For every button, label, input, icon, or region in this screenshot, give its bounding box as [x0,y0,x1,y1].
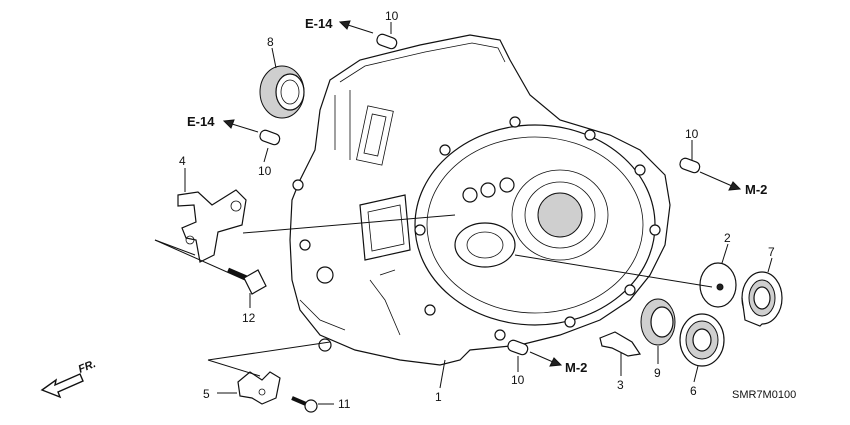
oil-seal-part-8 [259,65,305,119]
seal-part-9 [640,298,676,346]
callout-10-top: 10 [385,9,399,23]
callout-10-right: 10 [685,127,699,141]
dowel-pin-top [376,33,398,50]
arrow-m2-right [699,171,742,191]
front-label: FR. [77,358,98,376]
arrow-e14-top [338,20,374,34]
arrow-e14-mid [222,119,259,133]
callout-9: 9 [654,366,661,380]
dowel-pin-bottom [507,339,529,356]
callout-5: 5 [203,387,210,401]
dowel-pin-right [679,157,701,174]
bracket-part-5 [237,371,281,405]
bolt-part-12 [227,267,267,295]
bolt-part-11 [291,396,318,413]
callout-1: 1 [435,390,442,404]
needle-bearing-part-7 [741,271,783,327]
callout-4: 4 [179,154,186,168]
ball-bearing-part-6 [679,313,725,367]
ref-e14-top: E-14 [305,16,333,31]
callout-8: 8 [267,35,274,49]
leader-lines [154,22,773,405]
front-arrow-icon [40,373,84,399]
callout-6: 6 [690,384,697,398]
ref-e14-mid: E-14 [187,114,215,129]
clutch-housing [289,34,671,366]
callout-12: 12 [242,311,256,325]
callout-10-left: 10 [258,164,272,178]
clip-part-3 [599,331,642,357]
diagram-code: SMR7M0100 [732,389,796,401]
callout-10-bottom: 10 [511,373,525,387]
bracket-part-4 [177,189,247,263]
callout-2: 2 [724,231,731,245]
callout-7: 7 [768,245,775,259]
dowel-pin-left [259,129,281,146]
shim-part-2 [699,262,737,308]
ref-m2-right: M-2 [745,182,767,197]
arrow-m2-bottom [529,351,563,367]
ref-m2-bottom: M-2 [565,360,587,375]
callout-3: 3 [617,378,624,392]
callout-11: 11 [338,397,351,411]
